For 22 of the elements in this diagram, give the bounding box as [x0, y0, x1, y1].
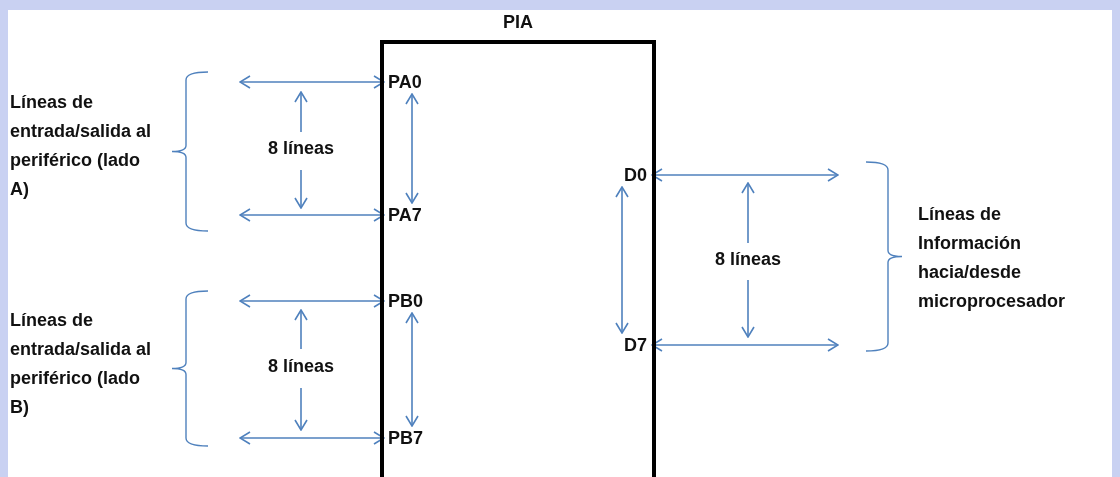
side-caption: Líneas de Información hacia/desde microprocesador [918, 203, 1067, 313]
pin-name: PB0 [384, 291, 423, 311]
dimension-label: 8 líneas [266, 355, 335, 378]
double-arrow [239, 75, 385, 89]
dimension-label: 8 líneas [266, 137, 335, 160]
double-arrow [405, 93, 419, 204]
double-arrow [239, 294, 385, 308]
side-caption: Líneas de entrada/salida al periférico (lado A) [10, 91, 153, 201]
pin-name: D7 [624, 335, 652, 355]
pin-name: PA0 [384, 72, 422, 92]
chip-title: PIA [502, 11, 534, 34]
double-arrow [615, 186, 629, 334]
double-arrow [405, 312, 419, 427]
pin-name: PA7 [384, 205, 422, 225]
dimension-label: 8 líneas [713, 248, 782, 271]
double-arrow [651, 338, 839, 352]
double-arrow [239, 431, 385, 445]
pin-name: D0 [624, 165, 652, 185]
pin-name: PB7 [384, 428, 423, 448]
side-caption: Líneas de entrada/salida al periférico (lado B) [10, 309, 153, 419]
double-arrow [239, 208, 385, 222]
double-arrow [651, 168, 839, 182]
